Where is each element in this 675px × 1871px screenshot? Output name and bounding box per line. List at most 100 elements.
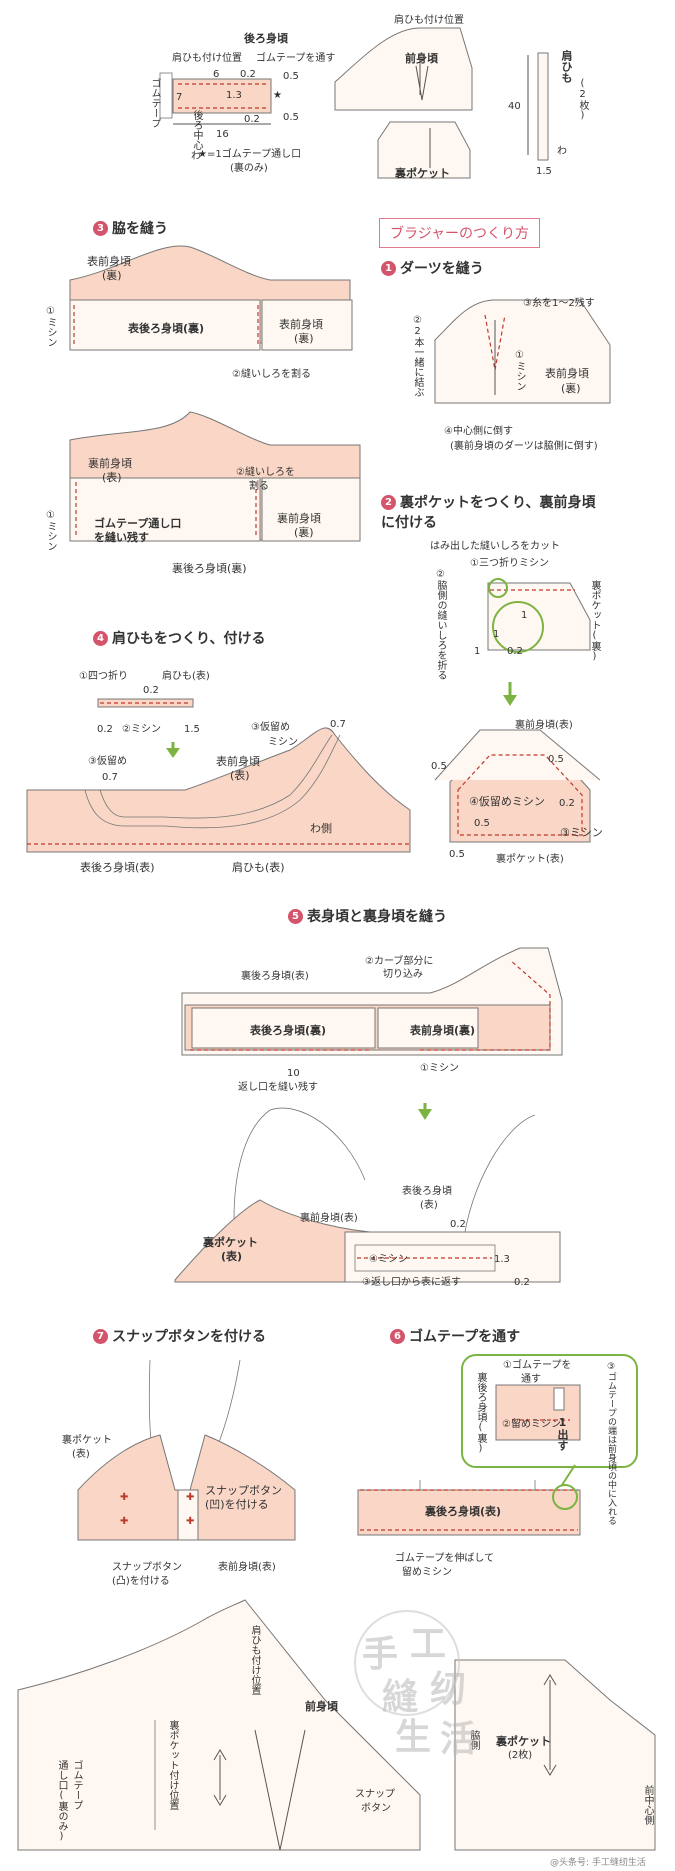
star: ★: [273, 90, 282, 101]
step4-d02b: 0.2: [97, 724, 113, 735]
watermark-4: 纫: [430, 1669, 467, 1710]
step1-thread: ③糸を1～2残す: [523, 298, 595, 309]
step3-title: 3 脇を縫う: [93, 218, 168, 238]
pattern-snap1: スナップ: [355, 1789, 395, 1800]
step2-inner-front: 裏前身頃(表): [515, 720, 573, 731]
step2-d05b: 0.5: [548, 754, 564, 765]
step3a-front2: (裏): [102, 269, 122, 282]
elastic-pass-label: ゴムテープを通す: [256, 53, 336, 64]
pattern-pocket-pos: 裏ポケット付け位置: [167, 1720, 178, 1810]
dim-7: 7: [176, 92, 183, 103]
dim-1.5: 1.5: [536, 166, 552, 177]
step3b-sew: ①ミシン: [45, 510, 56, 551]
step5-inner-front: 裏前身頃(表): [300, 1213, 358, 1224]
step7-snap-in1: スナップボタン: [205, 1484, 282, 1497]
step3b-split2: 割る: [249, 481, 269, 492]
back-title: 後ろ身頃: [244, 32, 288, 45]
step3b-front-r2: (裏): [294, 526, 314, 539]
step3b-split: ②縫いしろを: [236, 467, 295, 478]
step4-back: 表後ろ身頃(表): [80, 861, 155, 874]
step5-sew: ①ミシン: [420, 1063, 459, 1074]
step3a-front: 表前身頃: [87, 255, 131, 268]
front-strap-position: 肩ひも付け位置: [394, 15, 464, 26]
step4-fold4: ①四つ折り: [79, 671, 128, 682]
wa-label-2: わ: [557, 146, 567, 157]
strap-count: (2枚): [577, 78, 588, 121]
watermark-5: 生: [395, 1717, 432, 1758]
step6-out: 1出す: [556, 1416, 569, 1451]
step4-d07b: 0.7: [102, 772, 118, 783]
step2-fold-side: ②脇側の縫いしろを折る: [435, 569, 446, 680]
step1-front-piece: [434, 299, 611, 404]
pattern-snap2: ボタン: [361, 1803, 391, 1814]
step2-title: 2 裏ポケットをつくり、裏前身頃: [381, 492, 595, 512]
step6-title: 6 ゴムテープを通す: [390, 1326, 520, 1346]
step7-title: 7 スナップボタンを付ける: [93, 1326, 266, 1346]
pattern-center-front: 前中心側: [642, 1785, 653, 1825]
step7-front: 表前身頃(表): [218, 1562, 276, 1573]
step6-stretch2: 留めミシン: [402, 1567, 452, 1578]
watermark-3: 縫: [382, 1677, 419, 1718]
step2-title-text: 裏ポケットをつくり、裏前身頃: [400, 495, 596, 511]
pattern-gomu2: 通し口(裏のみ): [56, 1760, 67, 1842]
step5-d10: 10: [287, 1068, 300, 1079]
step7-body: [77, 1434, 296, 1541]
dim-0.5a: 0.5: [283, 71, 299, 82]
step2-d02: 0.2: [507, 646, 523, 657]
step4-tmp1b: ミシン: [268, 737, 298, 748]
step4-strap: 肩ひも(表): [232, 861, 285, 874]
step1-fold2: (裏前身頃のダーツは脇側に倒す): [450, 441, 598, 452]
step5-inner-back3: (表): [420, 1200, 438, 1211]
step3b-back: 裏後ろ身頃(裏): [172, 562, 247, 575]
step2-tmp: ④仮留めミシン: [469, 795, 545, 808]
step3a-split: ②縫いしろを割る: [232, 369, 311, 380]
step5-d02: 0.2: [450, 1219, 466, 1230]
pattern-strap-pos: 肩ひも付け位置: [249, 1625, 260, 1695]
step4-title-text: 肩ひもをつくり、付ける: [112, 631, 266, 647]
step6-pass2: 通す: [521, 1374, 541, 1385]
step4-d02: 0.2: [143, 685, 159, 696]
step3b-inner-front2: (表): [102, 471, 122, 484]
step7-snap-in2: (凹)を付ける: [205, 1498, 269, 1511]
step7-snap-out1: スナップボタン: [112, 1562, 182, 1573]
strap-piece: [537, 52, 549, 161]
pattern-front: 前身頃: [305, 1700, 338, 1713]
step2-d05c: 0.5: [474, 818, 490, 829]
strap-position-label: 肩ひも付け位置: [172, 53, 242, 64]
step5-title-text: 表身頃と裏身頃を縫う: [307, 909, 447, 925]
step5-inner-back2: 表後ろ身頃: [402, 1186, 452, 1197]
pattern-pocket: 裏ポケット: [496, 1735, 551, 1748]
step2-number: 2: [381, 494, 396, 510]
howto-header: ブラジャーのつくり方: [379, 218, 541, 248]
step6-number: 6: [390, 1328, 405, 1344]
step6-inner-back: 裏後ろ身頃(裏): [475, 1372, 486, 1454]
dim-16: 16: [216, 129, 229, 140]
step3a-sew: ①ミシン: [45, 306, 56, 347]
dim-0.2b: 0.2: [244, 114, 260, 125]
svg-text:✚: ✚: [186, 1492, 194, 1503]
step5-inner-back: 裏後ろ身頃(表): [241, 971, 309, 982]
step6-back-label: 裏後ろ身頃(表): [425, 1505, 502, 1518]
pattern-pocket-count: (2枚): [508, 1750, 533, 1761]
step4-sew: ②ミシン: [122, 724, 161, 735]
step6-pass1: ①ゴムテープを: [503, 1360, 572, 1371]
step4-tmp1: ③仮留め: [251, 722, 290, 733]
step5-title: 5 表身頃と裏身頃を縫う: [288, 906, 447, 926]
step5-d13: 1.3: [494, 1254, 510, 1265]
step4-tmp2: ③仮留め: [88, 756, 127, 767]
step7-number: 7: [93, 1328, 108, 1344]
step4-number: 4: [93, 630, 108, 646]
watermark-2: 工: [410, 1624, 447, 1665]
step1-title: 1 ダーツを縫う: [381, 258, 484, 278]
front-piece-small: [334, 27, 473, 111]
step4-d15: 1.5: [184, 724, 200, 735]
step5-pocket: 裏ポケット: [203, 1236, 258, 1249]
step2-d1b: 1: [493, 629, 500, 640]
front-title-small: 前身頃: [405, 52, 438, 65]
svg-text:✚: ✚: [120, 1516, 128, 1527]
